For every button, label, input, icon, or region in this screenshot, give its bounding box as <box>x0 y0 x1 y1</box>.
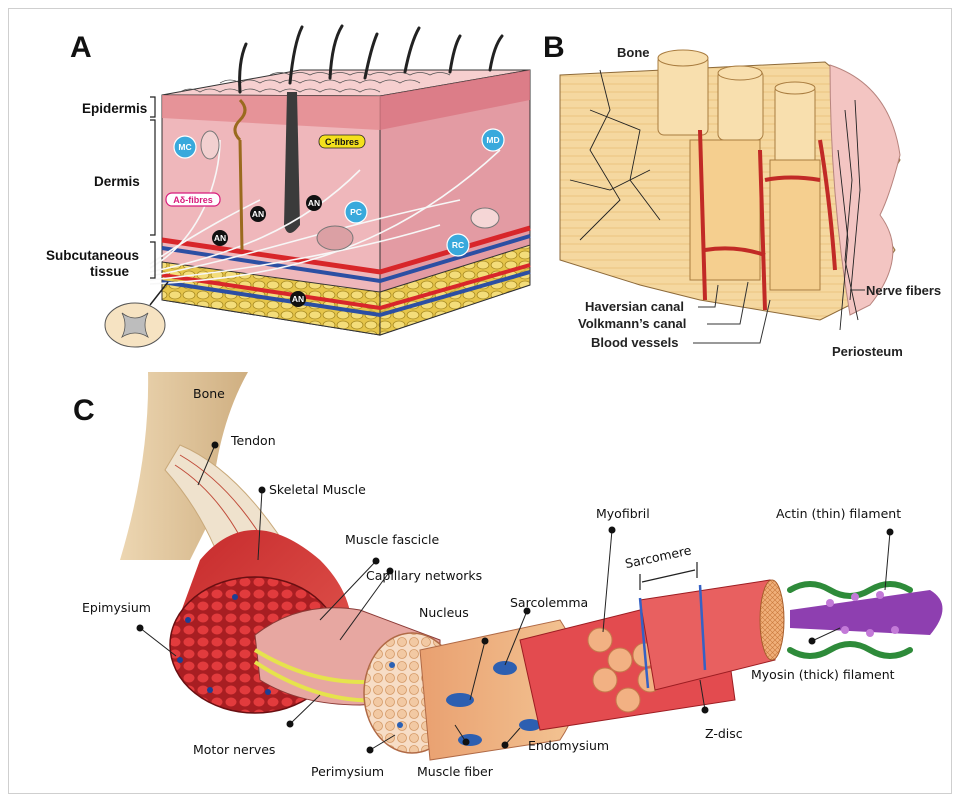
actin-label: Actin (thin) filament <box>776 506 901 521</box>
tendon-label: Tendon <box>230 433 276 448</box>
blood-vessels-label: Blood vessels <box>591 335 678 350</box>
sarcolemma-label: Sarcolemma <box>510 595 588 610</box>
nucleus-label: Nucleus <box>419 605 469 620</box>
badge-rc: RC <box>447 234 469 256</box>
svg-text:AN: AN <box>292 294 304 304</box>
motor-nerves-label: Motor nerves <box>193 742 275 757</box>
muscle-fascicle-label: Muscle fascicle <box>345 532 439 547</box>
svg-text:AN: AN <box>308 198 320 208</box>
label-dermis: Dermis <box>94 174 140 189</box>
label-subcutaneous: Subcutaneous <box>46 248 139 263</box>
nerve-fibers-label: Nerve fibers <box>866 283 941 298</box>
panel-b-letter: B <box>543 31 565 64</box>
epimysium-label: Epimysium <box>82 600 151 615</box>
badge-mc: MC <box>174 136 196 158</box>
panel-c-letter: C <box>73 394 95 427</box>
badge-md: MD <box>482 129 504 151</box>
periosteum-label: Periosteum <box>832 344 903 359</box>
svg-text:C-fibres: C-fibres <box>325 137 359 147</box>
badge-an-1: AN <box>250 206 266 222</box>
bone-label: Bone <box>617 45 650 60</box>
badge-ad-fibres: Aδ-fibres <box>166 193 220 206</box>
capillary-networks-label: Capillary networks <box>366 568 482 583</box>
panel-a-letter: A <box>70 31 92 64</box>
svg-text:AN: AN <box>252 209 264 219</box>
c-bone-label: Bone <box>193 386 225 401</box>
svg-text:RC: RC <box>452 240 464 250</box>
volkmann-label: Volkmann’s canal <box>578 316 686 331</box>
badge-an-2: AN <box>306 195 322 211</box>
svg-text:PC: PC <box>350 207 362 217</box>
myofibril-label: Myofibril <box>596 506 650 521</box>
muscle-fiber-label: Muscle fiber <box>417 764 494 779</box>
badge-pc: PC <box>345 201 367 223</box>
label-tissue: tissue <box>90 264 130 279</box>
spinal-cord <box>105 303 165 347</box>
myosin-label: Myosin (thick) filament <box>751 667 895 682</box>
perimysium-label: Perimysium <box>311 764 384 779</box>
endomysium-label: Endomysium <box>528 738 609 753</box>
z-disc-label: Z-disc <box>705 726 743 741</box>
layer-brackets <box>150 97 155 278</box>
panel-b-bone: B <box>543 31 941 359</box>
svg-text:Aδ-fibres: Aδ-fibres <box>173 195 212 205</box>
myofibril-end <box>760 580 784 660</box>
pacinian-corpuscle <box>317 226 353 250</box>
svg-text:MD: MD <box>486 135 499 145</box>
badge-an-3: AN <box>212 230 228 246</box>
haversian-label: Haversian canal <box>585 299 684 314</box>
myosin-filament <box>790 590 943 637</box>
ruffini-corpuscle <box>471 208 499 228</box>
panel-a-skin: A <box>46 26 530 347</box>
sarcomere-label: Sarcomere <box>624 542 693 571</box>
skeletal-muscle-label: Skeletal Muscle <box>269 482 366 497</box>
badge-an-4: AN <box>290 291 306 307</box>
svg-text:MC: MC <box>178 142 191 152</box>
meissner-corpuscle <box>201 131 219 159</box>
label-epidermis: Epidermis <box>82 101 147 116</box>
badge-c-fibres: C-fibres <box>319 135 365 148</box>
panel-c-muscle: C <box>73 372 943 779</box>
svg-text:AN: AN <box>214 233 226 243</box>
